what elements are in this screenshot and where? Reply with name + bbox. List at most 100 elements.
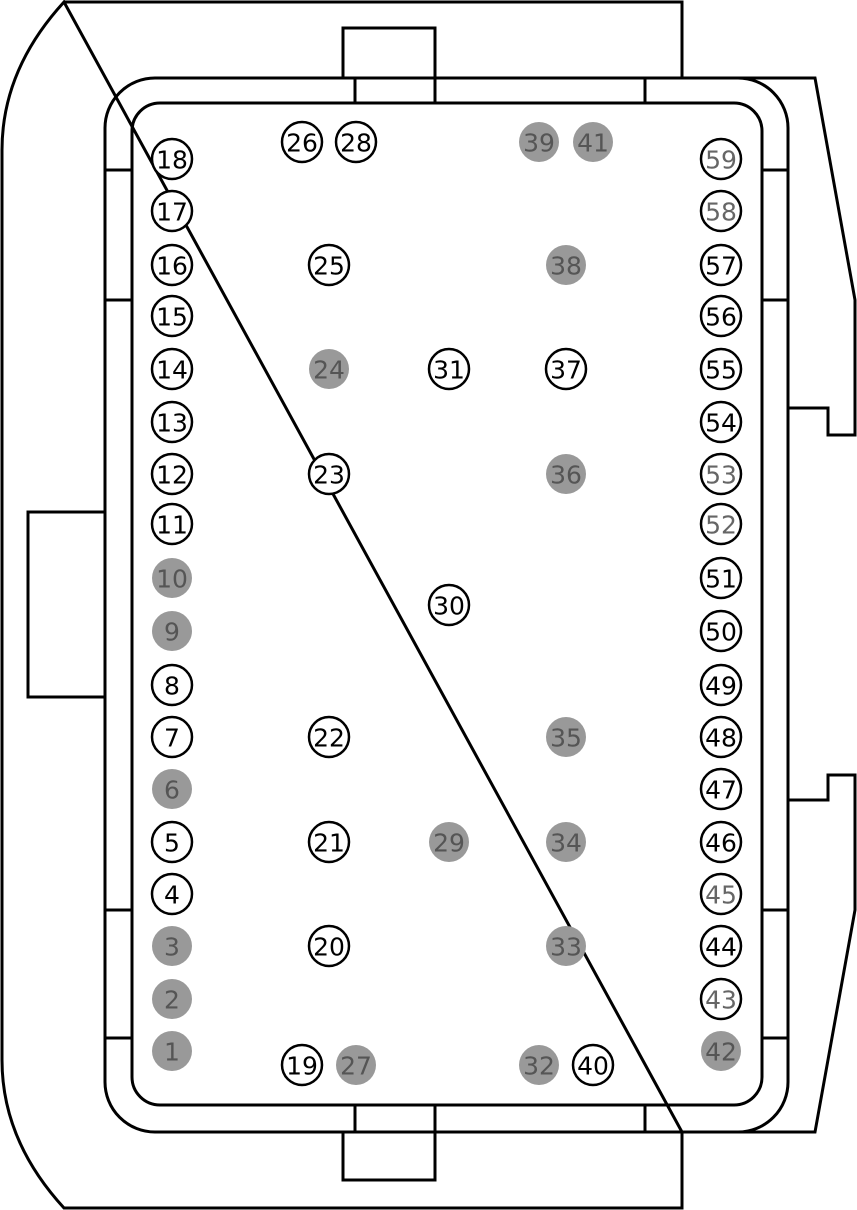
pin-59: 59 (699, 137, 743, 181)
pin-marker (307, 715, 351, 759)
pin-11: 11 (150, 502, 194, 546)
pin-10: 10 (152, 558, 192, 598)
pin-marker (699, 663, 743, 707)
pin-marker (150, 820, 194, 864)
pin-17: 17 (150, 189, 194, 233)
pin-label: 51 (705, 565, 737, 594)
pin-22: 22 (307, 715, 351, 759)
pin-marker (546, 717, 586, 757)
pin-label: 17 (156, 198, 188, 227)
pin-label: 38 (550, 252, 582, 281)
pin-36: 36 (546, 454, 586, 494)
pin-label: 1 (164, 1038, 180, 1067)
pin-label: 50 (705, 618, 737, 647)
pin-marker (150, 294, 194, 338)
pin-marker (427, 347, 471, 391)
pin-label: 14 (156, 356, 188, 385)
pin-marker (152, 926, 192, 966)
pin-label: 57 (705, 252, 737, 281)
pin-marker (429, 822, 469, 862)
pin-5: 5 (150, 820, 194, 864)
pin-label: 11 (156, 511, 188, 540)
pin-marker (699, 137, 743, 181)
pin-marker (699, 715, 743, 759)
pin-51: 51 (699, 556, 743, 600)
pin-38: 38 (546, 245, 586, 285)
pin-label: 29 (433, 829, 465, 858)
pin-39: 39 (519, 122, 559, 162)
pin-32: 32 (519, 1045, 559, 1085)
pin-marker (701, 1031, 741, 1071)
pin-label: 55 (705, 356, 737, 385)
pin-label: 58 (705, 198, 737, 227)
pin-marker (699, 452, 743, 496)
pin-label: 35 (550, 724, 582, 753)
pin-label: 49 (705, 672, 737, 701)
pin-8: 8 (150, 663, 194, 707)
pin-label: 28 (340, 129, 372, 158)
pin-marker (546, 245, 586, 285)
pin-marker (150, 663, 194, 707)
pin-marker (150, 137, 194, 181)
pin-marker (699, 609, 743, 653)
pin-47: 47 (699, 767, 743, 811)
pin-41: 41 (573, 122, 613, 162)
pin-label: 7 (164, 724, 180, 753)
pin-53: 53 (699, 452, 743, 496)
pin-marker (699, 924, 743, 968)
pin-34: 34 (546, 822, 586, 862)
pin-label: 8 (164, 672, 180, 701)
pin-marker (307, 243, 351, 287)
pin-marker (152, 558, 192, 598)
pin-marker (699, 400, 743, 444)
pin-40: 40 (571, 1043, 615, 1087)
pin-label: 19 (286, 1052, 318, 1081)
pin-marker (699, 243, 743, 287)
pin-marker (427, 583, 471, 627)
pin-label: 56 (705, 303, 737, 332)
pin-label: 25 (313, 252, 345, 281)
pin-marker (336, 1045, 376, 1085)
pin-marker (150, 715, 194, 759)
pin-label: 33 (550, 933, 582, 962)
connector-inner-frame (130, 101, 764, 1107)
pin-marker (150, 243, 194, 287)
pin-marker (546, 822, 586, 862)
pin-label: 54 (705, 409, 737, 438)
pin-label: 9 (164, 618, 180, 647)
pin-14: 14 (150, 347, 194, 391)
pin-4: 4 (150, 872, 194, 916)
pin-42: 42 (701, 1031, 741, 1071)
pins-layer: 1234567891011121314151617181920212223242… (150, 120, 743, 1087)
pin-23: 23 (307, 452, 351, 496)
pin-label: 37 (550, 356, 582, 385)
pin-marker (699, 977, 743, 1021)
pin-label: 13 (156, 409, 188, 438)
right-side-lock-profile (738, 76, 857, 437)
pin-29: 29 (429, 822, 469, 862)
pin-52: 52 (699, 502, 743, 546)
pin-54: 54 (699, 400, 743, 444)
pin-label: 53 (705, 461, 737, 490)
pin-20: 20 (307, 924, 351, 968)
connector-housing-outline (0, 0, 684, 1210)
pin-marker (280, 1043, 324, 1087)
pin-marker (544, 347, 588, 391)
pin-43: 43 (699, 977, 743, 1021)
pin-48: 48 (699, 715, 743, 759)
pin-31: 31 (427, 347, 471, 391)
pin-label: 21 (313, 829, 345, 858)
pin-label: 10 (156, 565, 188, 594)
pin-marker (150, 347, 194, 391)
pin-37: 37 (544, 347, 588, 391)
pin-marker (519, 1045, 559, 1085)
pin-21: 21 (307, 820, 351, 864)
pin-label: 48 (705, 724, 737, 753)
pin-label: 26 (286, 129, 318, 158)
pin-marker (699, 820, 743, 864)
pin-label: 41 (577, 129, 609, 158)
pin-label: 42 (705, 1038, 737, 1067)
pin-marker (150, 502, 194, 546)
pin-marker (307, 452, 351, 496)
pin-55: 55 (699, 347, 743, 391)
